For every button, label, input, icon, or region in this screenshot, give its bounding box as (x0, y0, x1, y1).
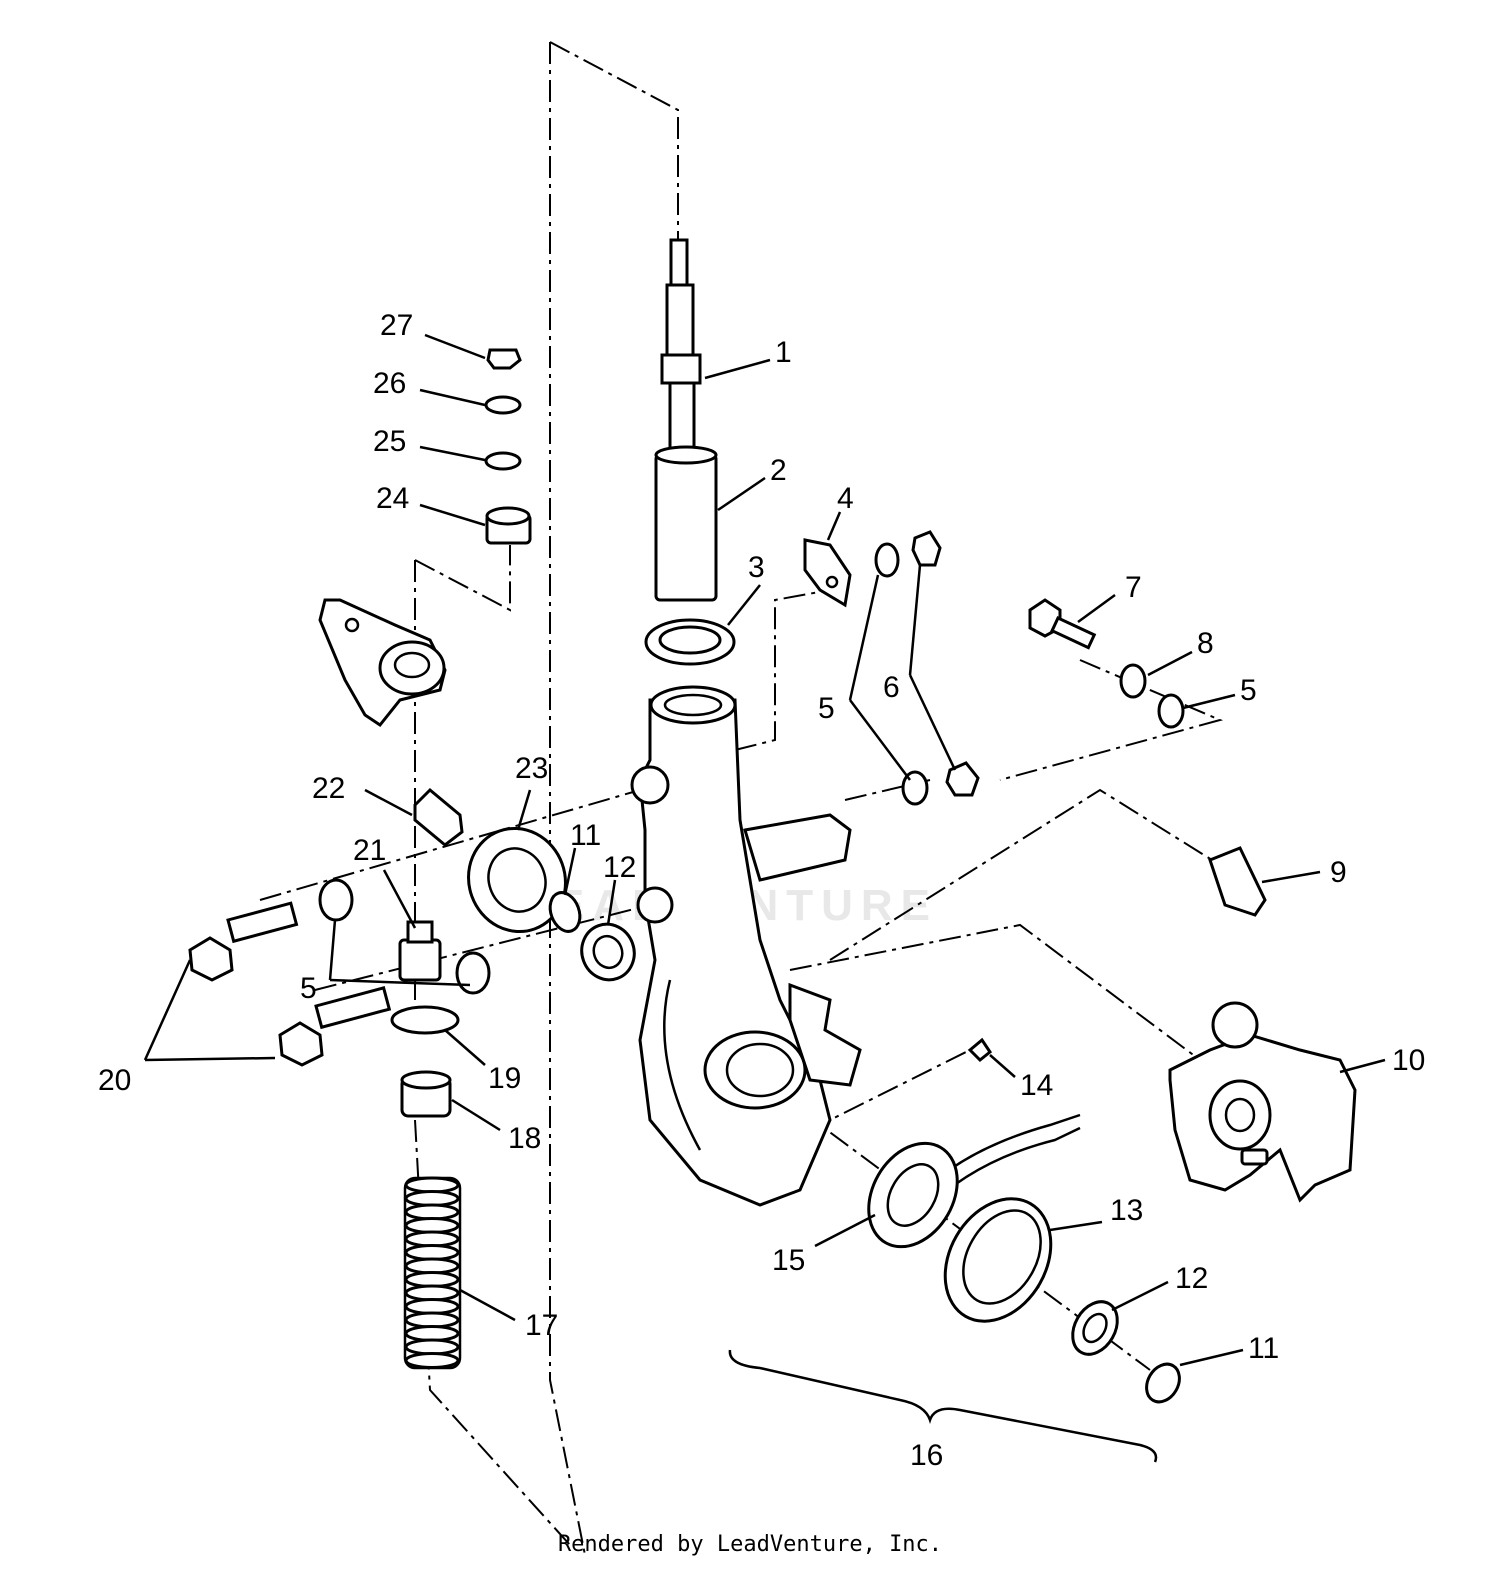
spring-coil (404, 1217, 460, 1234)
callout-5-right: 5 (1240, 674, 1257, 707)
brake-pad (1208, 846, 1267, 917)
callout-7: 7 (1125, 571, 1142, 604)
callout-6: 6 (883, 671, 900, 704)
hub-bearing-set (867, 1141, 1181, 1404)
right-bolt-set (1028, 598, 1185, 729)
spring-coil (404, 1298, 460, 1315)
callout-12-lower: 12 (1175, 1262, 1208, 1295)
callout-4: 4 (837, 482, 854, 515)
callout-10: 10 (1392, 1044, 1425, 1077)
right-small-hardware (803, 530, 980, 806)
steering-knuckle (630, 685, 862, 1207)
top-fastener-stack (484, 348, 532, 545)
callout-16: 16 (910, 1439, 943, 1472)
callout-3: 3 (748, 551, 765, 584)
spindle-sleeve (654, 445, 718, 602)
spring-coil (404, 1230, 460, 1248)
spindle-shaft (660, 238, 702, 455)
callout-19: 19 (488, 1062, 521, 1095)
grease-fitting (413, 787, 464, 847)
spring-coil (404, 1338, 460, 1356)
lock-nut (398, 920, 442, 982)
spring-coil (404, 1244, 460, 1261)
callout-9: 9 (1330, 856, 1347, 889)
spring-coil (404, 1271, 460, 1288)
callout-21: 21 (353, 834, 386, 867)
callout-22: 22 (312, 772, 345, 805)
bearing-seal (467, 826, 567, 934)
spring-coil (404, 1203, 460, 1221)
spring-coil (404, 1190, 460, 1207)
callout-2: 2 (770, 454, 787, 487)
callout-14: 14 (1020, 1069, 1053, 1102)
left-washers (318, 878, 491, 995)
callout-27: 27 (380, 309, 413, 342)
callout-18: 18 (508, 1122, 541, 1155)
callout-20: 20 (98, 1064, 131, 1097)
callout-5-left: 5 (300, 972, 317, 1005)
spring-coil (404, 1311, 460, 1329)
spring-coil (404, 1257, 460, 1275)
callout-11-upper: 11 (570, 819, 601, 852)
leader-lines (143, 333, 1386, 1367)
upper-bearing-parts (548, 891, 636, 982)
kit-brace (728, 1349, 1158, 1463)
callout-5-upper: 5 (818, 692, 835, 725)
callout-15: 15 (772, 1244, 805, 1277)
spring-coil (404, 1352, 460, 1369)
callout-25: 25 (373, 425, 406, 458)
callout-labels: 27 26 25 24 1 2 3 4 5 6 7 8 5 9 10 14 13… (98, 309, 1425, 1472)
lower-spring-stack (390, 1005, 462, 1370)
spring-coil (404, 1284, 460, 1302)
frame-bracket (318, 598, 447, 728)
callout-17: 17 (525, 1309, 558, 1342)
callout-23: 23 (515, 752, 548, 785)
bolts (188, 901, 392, 1067)
callout-8: 8 (1197, 627, 1214, 660)
thrust-washer (644, 618, 736, 666)
callout-1: 1 (775, 336, 792, 369)
render-credit: Rendered by LeadVenture, Inc. (557, 1532, 943, 1557)
callout-26: 26 (373, 367, 406, 400)
spring-coil (404, 1176, 460, 1194)
brake-caliper (1168, 1001, 1357, 1203)
callout-13: 13 (1110, 1194, 1143, 1227)
callout-11-lower: 11 (1248, 1332, 1279, 1365)
callout-24: 24 (376, 482, 409, 515)
callout-12-upper: 12 (603, 851, 636, 884)
spring-coil (404, 1325, 460, 1342)
